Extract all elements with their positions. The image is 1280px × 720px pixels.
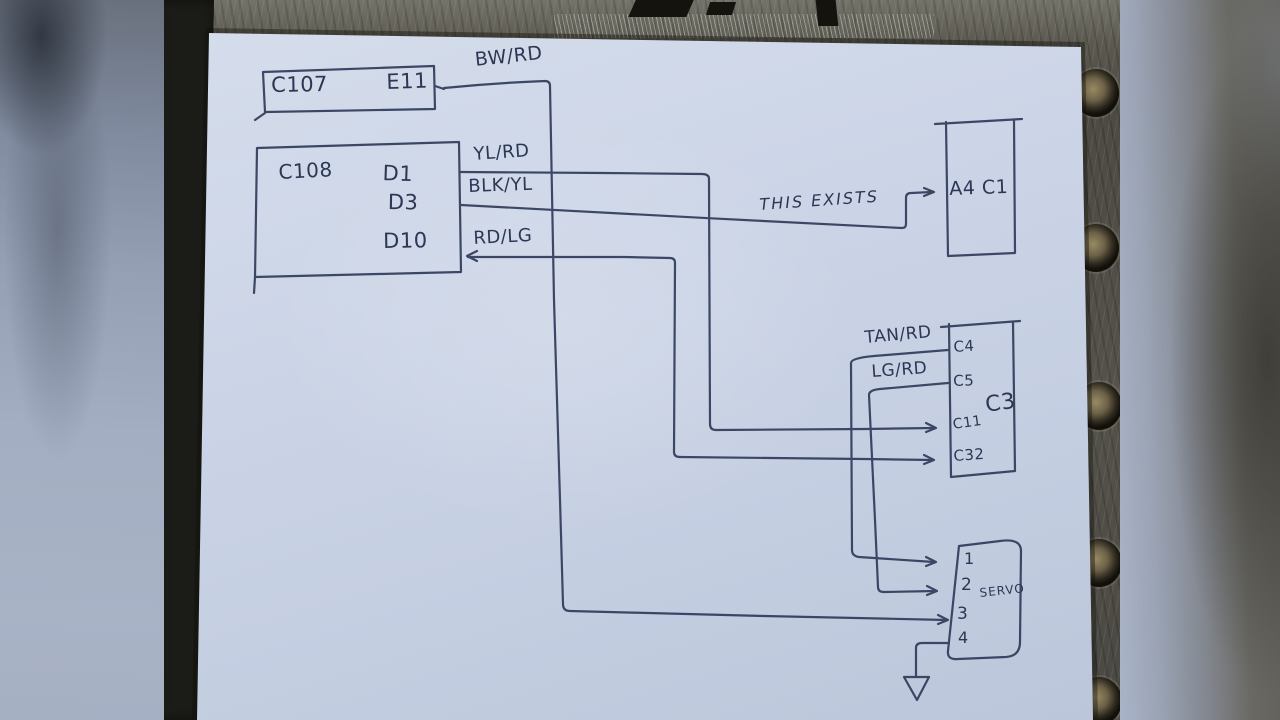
pin-label-e11: E11 — [385, 68, 429, 94]
wire-rd-lg — [466, 255, 934, 462]
servo-pin-1: 1 — [964, 549, 975, 568]
wire-servo-pin4-ground — [914, 641, 951, 678]
wire-label-blk-yl: BLK/YL — [467, 173, 533, 197]
servo-pin-3: 3 — [957, 604, 969, 624]
connector-box-c3 — [939, 319, 1022, 479]
servo-pin-4: 4 — [958, 628, 969, 647]
connector-box-servo — [946, 539, 1023, 661]
connector-box-c108 — [252, 140, 463, 295]
wire-bw-rd — [442, 79, 949, 622]
arrowhead-c11 — [924, 421, 938, 434]
photo-area: C107 E11 BW/RD C108 D1 D3 D10 YL/RD BLK/… — [164, 0, 1120, 720]
blurred-backdrop-left — [0, 0, 164, 720]
pin-label-d3: D3 — [387, 190, 419, 215]
wire-label-lg-rd: LG/RD — [870, 358, 928, 382]
pin-label-d1: D1 — [382, 161, 414, 187]
connector-label-c3: C3 — [983, 388, 1018, 418]
servo-pin-2: 2 — [961, 575, 973, 595]
arrowhead-servo-pin3 — [936, 613, 950, 626]
metal-scratches — [554, 14, 934, 38]
wire-blk-yl — [459, 190, 934, 230]
arrowhead-d10 — [465, 249, 479, 263]
wire-tan-rd — [849, 348, 950, 564]
pin-label-c32: C32 — [952, 444, 986, 465]
wire-label-yl-rd: YL/RD — [472, 140, 531, 165]
pin-label-d10: D10 — [382, 228, 428, 253]
pin-label-c11: C11 — [951, 412, 983, 433]
connector-box-a4c1 — [933, 117, 1024, 258]
wire-yl-rd — [459, 170, 936, 432]
arrowhead-servo-pin2 — [925, 584, 939, 597]
paper-sheet — [197, 33, 1093, 720]
wire-lg-rd — [867, 381, 950, 594]
connector-box-c107 — [253, 64, 446, 122]
connector-label-c107: C107 — [270, 72, 329, 97]
arrowhead-c32 — [922, 453, 936, 466]
arrowhead-a4c1 — [922, 186, 936, 198]
blurred-backdrop-right — [1120, 0, 1280, 720]
arrowhead-servo-pin1 — [924, 555, 938, 568]
ground-symbol-icon — [902, 675, 931, 702]
connector-label-c108: C108 — [277, 157, 334, 184]
pin-label-c5: C5 — [952, 371, 975, 390]
pin-label-c4: C4 — [952, 336, 976, 356]
connector-label-a4c1: A4 C1 — [948, 175, 1009, 200]
wire-label-rd-lg: RD/LG — [472, 224, 533, 249]
wiring-diagram — [252, 64, 1024, 702]
